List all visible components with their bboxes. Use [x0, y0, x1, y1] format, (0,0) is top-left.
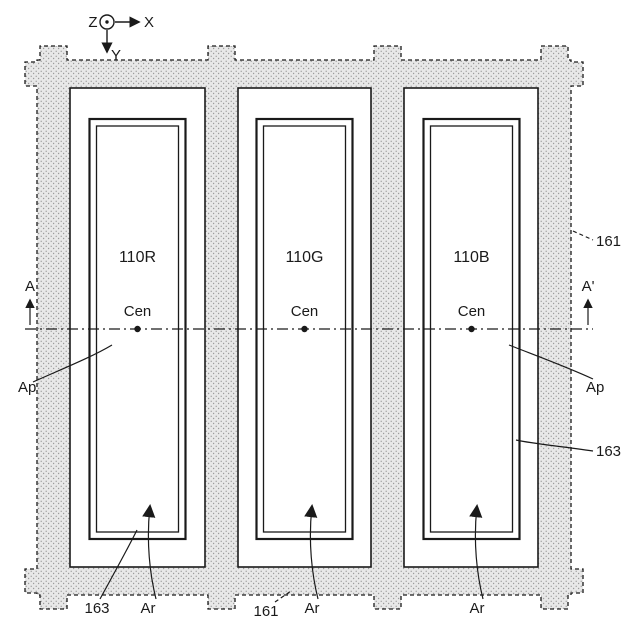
emission-outer-rect-b	[422, 117, 521, 541]
subpixel-label-110g: 110G	[286, 249, 324, 266]
ref-ap-right: Ap	[586, 379, 604, 396]
ref-161-right: 161	[596, 233, 621, 250]
ar-arrow-b	[469, 504, 484, 600]
ar-arrow-r	[142, 504, 157, 600]
center-label-r: Cen	[124, 303, 152, 320]
pixel-define-layer-outline	[24, 45, 584, 610]
section-label-a: A	[25, 278, 35, 295]
aperture-cell-r	[69, 87, 206, 568]
ref-ar-r: Ar	[141, 600, 156, 617]
leader-ap-left	[32, 344, 113, 383]
ref-ap-left: Ap	[18, 379, 36, 396]
axis-y-label: Y	[111, 47, 121, 64]
subpixel-label-110b: 110B	[453, 249, 489, 266]
coordinate-axes: Z X Y	[88, 14, 154, 64]
leader-163-right	[515, 439, 594, 452]
ar-arrow-g	[304, 504, 319, 600]
leader-161-bottom	[274, 590, 292, 603]
ref-161-bottom: 161	[253, 603, 278, 620]
center-label-b: Cen	[458, 303, 486, 320]
section-label-a-prime: A'	[582, 278, 595, 295]
leader-ap-right	[508, 344, 594, 380]
axis-z-label: Z	[88, 14, 97, 31]
leader-163-bottom	[99, 529, 138, 600]
subpixel-label-110r: 110R	[119, 249, 156, 266]
ref-ar-b: Ar	[470, 600, 485, 617]
ref-163-right: 163	[596, 443, 621, 460]
z-axis-dot	[105, 20, 109, 24]
center-label-g: Cen	[291, 303, 319, 320]
ref-ar-g: Ar	[305, 600, 320, 617]
axis-x-label: X	[144, 14, 154, 31]
leader-161-right	[572, 230, 594, 241]
ref-163-bottom: 163	[84, 600, 109, 617]
